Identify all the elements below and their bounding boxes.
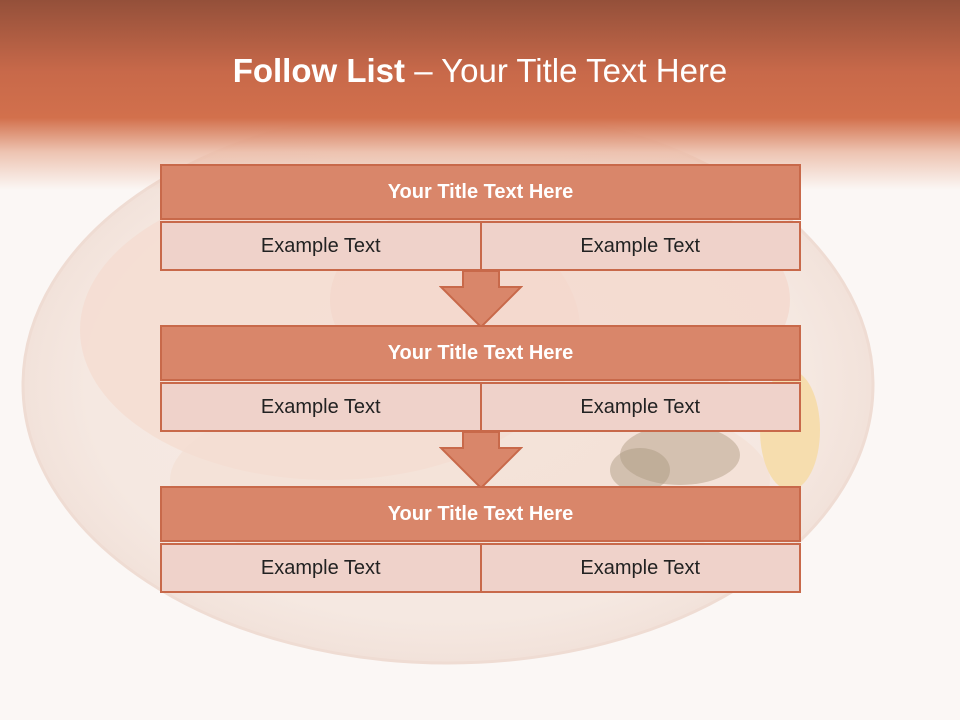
step-row-1: Example Text Example Text (160, 221, 801, 271)
slide-title-bold: Follow List (232, 52, 406, 89)
step-3-left-cell: Example Text (160, 543, 482, 593)
step-2-right-cell: Example Text (481, 382, 801, 432)
step-block-1: Your Title Text Here Example Text Exampl… (160, 164, 801, 271)
step-1-right-cell: Example Text (481, 221, 801, 271)
step-title-3: Your Title Text Here (160, 486, 801, 542)
step-row-3: Example Text Example Text (160, 543, 801, 593)
step-3-right-cell: Example Text (481, 543, 801, 593)
step-row-2: Example Text Example Text (160, 382, 801, 432)
step-title-1: Your Title Text Here (160, 164, 801, 220)
step-block-2: Your Title Text Here Example Text Exampl… (160, 325, 801, 432)
step-2-left-cell: Example Text (160, 382, 482, 432)
step-block-3: Your Title Text Here Example Text Exampl… (160, 486, 801, 593)
down-arrow-icon (439, 271, 523, 329)
slide-title: Follow List – Your Title Text Here (0, 52, 960, 90)
step-1-left-cell: Example Text (160, 221, 482, 271)
header-band (0, 0, 960, 190)
down-arrow-icon (439, 432, 523, 490)
slide-title-rest: – Your Title Text Here (405, 52, 728, 89)
step-title-2: Your Title Text Here (160, 325, 801, 381)
